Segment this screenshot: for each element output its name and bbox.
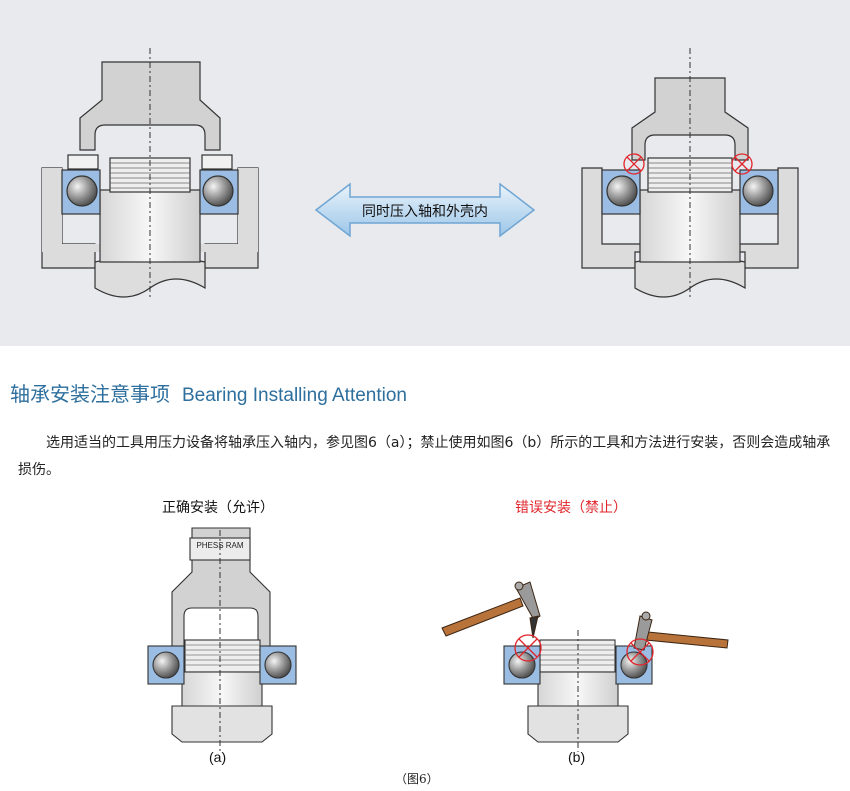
wrong-caption: 错误安装（禁止） — [515, 500, 627, 516]
section-title-cn: 轴承安装注意事项 — [10, 382, 170, 406]
hammer-right-icon — [633, 611, 729, 651]
warning-x-icon-b — [514, 634, 654, 666]
figure-label: （图6） — [395, 772, 439, 786]
wrong-hammer-diagram — [503, 639, 653, 743]
correct-caption: 正确安装（允许） — [162, 500, 274, 516]
right-assembly — [581, 77, 799, 298]
correct-press-diagram — [147, 527, 297, 743]
instruction-paragraph: 选用适当的工具用压力设备将轴承压入轴内，参见图6（a）；禁止使用如图6（b）所示… — [18, 435, 831, 478]
subfigure-b-label: (b) — [568, 749, 586, 765]
simultaneous-press-diagram — [41, 48, 799, 300]
section-title-en: Bearing Installing Attention — [182, 385, 407, 406]
section-title: 轴承安装注意事项 Bearing Installing Attention — [10, 378, 407, 407]
arrow-label: 同时压入轴和外壳内 — [362, 204, 488, 220]
warning-x-icon — [623, 153, 753, 175]
press-ram-label: PHESS RAM — [196, 541, 244, 550]
subfigure-a-label: (a) — [209, 749, 227, 765]
hammer-left-icon — [441, 581, 541, 639]
double-arrow — [314, 182, 536, 238]
installation-comparison-diagram — [147, 527, 729, 752]
